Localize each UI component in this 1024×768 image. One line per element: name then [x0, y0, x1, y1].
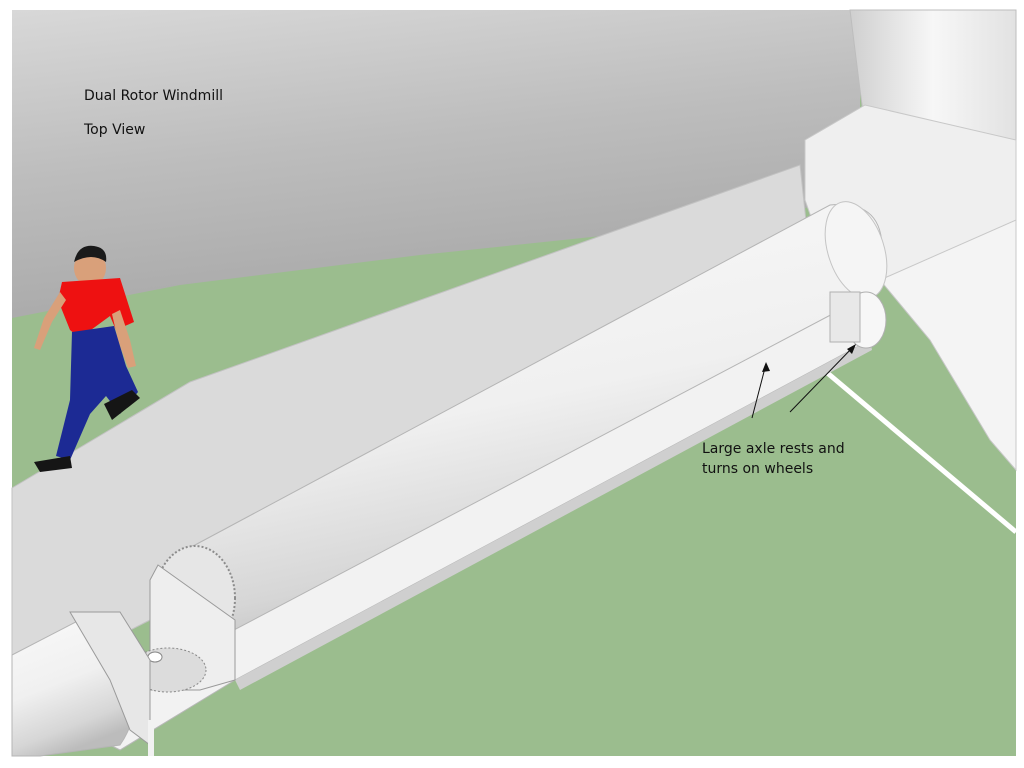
annotation-text: Large axle rests and turns on wheels [702, 439, 902, 479]
leader-arrow-axle [762, 362, 770, 372]
rotor-blade-lower [879, 219, 1017, 472]
person-shoe-right [104, 390, 140, 420]
person-figure [34, 245, 140, 472]
wheel-bracket [829, 291, 861, 343]
diagram-subtitle: Top View [84, 122, 146, 138]
guy-wire [810, 358, 1018, 534]
support-post [148, 720, 154, 756]
axle-channel-edge [235, 340, 872, 690]
leader-line-wheel [789, 345, 855, 413]
person-head [74, 250, 106, 286]
leader-line-axle [751, 363, 767, 419]
diagram-title: Dual Rotor Windmill [84, 88, 223, 104]
leader-arrow-wheel [847, 344, 856, 354]
person-hair [74, 245, 107, 262]
annotation-line-1: Large axle rests and [702, 441, 845, 457]
person-arm-left [34, 292, 66, 350]
annotation-line-2: turns on wheels [702, 461, 814, 477]
person-shoe-left [34, 456, 72, 472]
rotor-shadow [12, 10, 860, 318]
person-arm-right [112, 310, 136, 368]
person-pants [56, 326, 138, 460]
